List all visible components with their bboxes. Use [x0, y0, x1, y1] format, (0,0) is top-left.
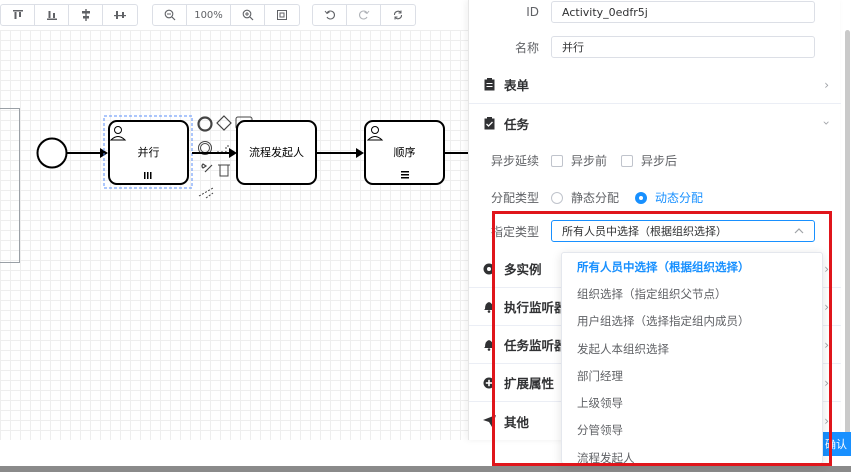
section-task-title: 任务	[504, 116, 530, 132]
section-form[interactable]: 表单 ›	[469, 66, 841, 104]
chevron-right-icon: ›	[824, 77, 829, 92]
multi-instance-icon	[482, 262, 496, 276]
zoom-group: 100%	[152, 4, 300, 26]
async-label: 异步延续	[490, 154, 539, 168]
end-event-icon[interactable]	[197, 116, 213, 132]
dropdown-option[interactable]: 用户组选择（选择指定组内成员）	[577, 314, 750, 329]
task-label-2: 流程发起人	[249, 145, 304, 159]
name-label: 名称	[514, 40, 539, 55]
distribute-icon[interactable]	[103, 5, 137, 25]
task-node-1[interactable]	[108, 120, 189, 185]
chevron-up-icon	[794, 228, 804, 234]
designate-row: 指定类型 所有人员中选择（根据组织选择）	[469, 220, 815, 242]
wrench-icon[interactable]	[201, 163, 213, 173]
designate-select-value: 所有人员中选择（根据组织选择）	[562, 225, 727, 238]
bpmn-diagram: 并行 流程发起人	[36, 115, 468, 199]
chevron-down-icon: ›	[819, 120, 834, 126]
intermediate-event-icon[interactable]	[198, 141, 212, 155]
static-assign-label: 静态分配	[571, 191, 620, 205]
designate-select[interactable]: 所有人员中选择（根据组织选择）	[551, 220, 815, 242]
bell-icon	[482, 338, 496, 352]
id-label: ID	[526, 5, 539, 19]
plus-circle-icon	[482, 376, 496, 390]
chevron-right-icon: ›	[824, 261, 829, 276]
diagram-canvas[interactable]	[0, 30, 468, 440]
annotation-icon[interactable]	[217, 145, 230, 153]
undo-icon[interactable]	[313, 5, 347, 25]
user-icon	[366, 126, 384, 141]
async-before-label: 异步前	[571, 154, 608, 168]
dropdown-option[interactable]: 上级领导	[577, 396, 623, 411]
dynamic-assign-label: 动态分配	[655, 191, 704, 205]
dropdown-option[interactable]: 组织选择（指定组织父节点）	[577, 286, 727, 301]
assign-type-label: 分配类型	[490, 191, 539, 205]
chevron-right-icon: ›	[824, 414, 829, 428]
assign-type-row: 分配类型 静态分配 动态分配	[469, 189, 719, 206]
highlight-box	[492, 211, 832, 466]
dropdown-option[interactable]: 所有人员中选择（根据组织选择）	[577, 259, 750, 274]
section-exec-listener-title: 执行监听器	[504, 300, 567, 315]
name-row: 名称 并行	[469, 36, 815, 58]
dropdown-option[interactable]: 分管领导	[577, 423, 623, 438]
fit-screen-icon[interactable]	[265, 5, 299, 25]
section-task-listener-title: 任务监听器	[504, 338, 567, 353]
task-clipboard-icon	[482, 116, 496, 130]
pool-edge	[0, 108, 20, 263]
section-other-title: 其他	[504, 414, 530, 430]
align-bottom-icon[interactable]	[35, 5, 69, 25]
redo-icon[interactable]	[347, 5, 381, 25]
id-row: ID Activity_0edfr5j	[469, 1, 815, 23]
dropdown-option[interactable]: 部门经理	[577, 368, 623, 383]
footer-strip	[0, 466, 851, 472]
async-row: 异步延续 异步前 异步后	[469, 152, 691, 169]
designate-label: 指定类型	[490, 224, 539, 239]
async-after-checkbox[interactable]: 异步后	[621, 152, 677, 169]
align-center-icon[interactable]	[69, 5, 103, 25]
section-form-title: 表单	[504, 78, 530, 93]
zoom-level: 100%	[187, 5, 231, 25]
designate-dropdown: 所有人员中选择（根据组织选择） 组织选择（指定组织父节点） 用户组选择（选择指定…	[561, 252, 823, 464]
parallel-marker-icon	[144, 172, 152, 179]
section-task[interactable]: 任务 ›	[469, 104, 841, 142]
connect-icon[interactable]	[198, 187, 214, 199]
static-assign-radio[interactable]: 静态分配	[551, 189, 619, 206]
align-group	[0, 4, 138, 26]
sequential-marker-icon	[401, 171, 409, 179]
chevron-right-icon: ›	[824, 299, 829, 314]
task-label-1: 并行	[138, 145, 160, 159]
dynamic-assign-radio[interactable]: 动态分配	[635, 189, 703, 206]
dropdown-option[interactable]: 发起人本组织选择	[577, 341, 669, 356]
section-ext-props-title: 扩展属性	[504, 376, 555, 391]
toolbar: 100%	[0, 0, 468, 30]
panel-scrollbar[interactable]	[845, 30, 850, 440]
start-event[interactable]	[36, 137, 68, 169]
zoom-in-icon[interactable]	[231, 5, 265, 25]
async-after-label: 异步后	[641, 154, 678, 168]
name-input[interactable]: 并行	[551, 36, 815, 58]
chevron-right-icon: ›	[824, 337, 829, 352]
async-before-checkbox[interactable]: 异步前	[551, 152, 607, 169]
id-input[interactable]: Activity_0edfr5j	[551, 1, 815, 23]
bell-icon	[482, 300, 496, 314]
form-icon	[482, 78, 496, 92]
zoom-out-icon[interactable]	[153, 5, 187, 25]
user-icon	[109, 126, 127, 141]
align-top-icon[interactable]	[1, 5, 35, 25]
task-label-3: 顺序	[394, 145, 416, 159]
gateway-icon[interactable]	[216, 115, 232, 131]
history-group	[312, 4, 416, 26]
trash-icon[interactable]	[219, 164, 229, 177]
dropdown-option[interactable]: 流程发起人	[577, 450, 635, 464]
refresh-icon[interactable]	[381, 5, 415, 25]
chevron-right-icon: ›	[824, 375, 829, 390]
section-multi-title: 多实例	[504, 262, 542, 277]
